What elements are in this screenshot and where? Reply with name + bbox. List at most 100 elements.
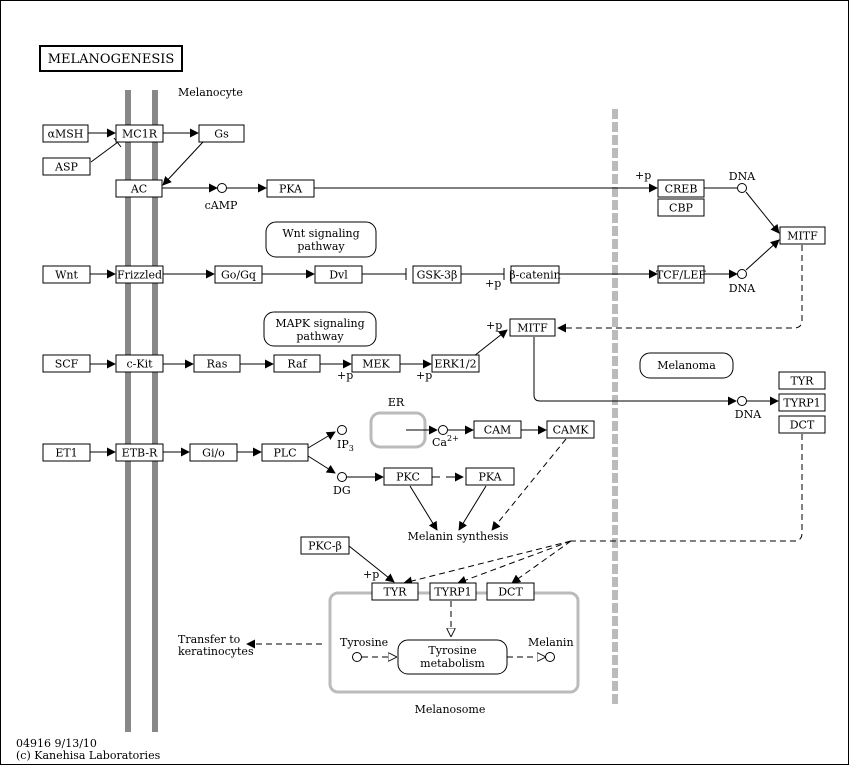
gene-dct-1[interactable]: DCT xyxy=(778,415,826,434)
phospho-label-erk: +p xyxy=(416,369,432,382)
gene-frizzled[interactable]: Frizzled xyxy=(115,265,164,284)
map-tyrosine-metabolism[interactable]: Tyrosine metabolism xyxy=(397,639,508,675)
svg-text:MITF: MITF xyxy=(787,230,818,243)
dna-label-3: DNA xyxy=(735,408,762,421)
gene-beta-catenin[interactable]: β-catenin xyxy=(509,265,561,284)
gene-gs[interactable]: Gs xyxy=(198,124,245,143)
svg-text:β-catenin: β-catenin xyxy=(509,269,560,282)
melanin-compound xyxy=(545,652,555,662)
gene-dct-2[interactable]: DCT xyxy=(486,582,535,601)
dna-compound-tcf xyxy=(737,269,747,279)
gene-raf[interactable]: Raf xyxy=(273,354,321,373)
pathway-maps: Wnt signaling pathway MAPK signaling pat… xyxy=(263,221,734,675)
ip3-compound xyxy=(337,425,347,435)
phospho-label-tyr: +p xyxy=(363,568,379,581)
edges xyxy=(88,128,803,657)
gene-cbp[interactable]: CBP xyxy=(657,198,705,217)
melanin-synthesis-label: Melanin synthesis xyxy=(408,530,509,543)
gene-tcf-lef[interactable]: TCF/LEF xyxy=(656,265,706,284)
gene-etbr[interactable]: ETB-R xyxy=(115,443,164,462)
svg-text:CAMK: CAMK xyxy=(553,424,590,437)
gene-erk[interactable]: ERK1/2 xyxy=(431,354,480,373)
gene-mitf-2[interactable]: MITF xyxy=(509,318,556,337)
melanocyte-label: Melanocyte xyxy=(178,86,243,99)
title-box: MELANOGENESIS xyxy=(39,45,183,72)
svg-text:Tyrosine: Tyrosine xyxy=(428,644,476,657)
svg-text:SCF: SCF xyxy=(55,358,79,371)
gene-plc[interactable]: PLC xyxy=(261,443,309,462)
map-mapk-signaling[interactable]: MAPK signaling pathway xyxy=(263,311,377,347)
svg-text:ASP: ASP xyxy=(54,161,78,174)
svg-text:Wnt signaling: Wnt signaling xyxy=(282,227,359,240)
gene-scf[interactable]: SCF xyxy=(42,354,91,373)
gene-tyr-2[interactable]: TYR xyxy=(371,582,419,601)
svg-text:TYR: TYR xyxy=(384,586,408,599)
gene-ac[interactable]: AC xyxy=(115,179,163,198)
gene-gio[interactable]: Gi/o xyxy=(189,443,238,462)
dg-compound xyxy=(337,472,347,482)
copyright: (c) Kanehisa Laboratories xyxy=(16,749,161,762)
gene-pka-1[interactable]: PKA xyxy=(266,179,315,198)
melanosome-label: Melanosome xyxy=(415,703,486,716)
svg-text:GSK-3β: GSK-3β xyxy=(417,269,458,282)
gene-tyr-1[interactable]: TYR xyxy=(778,371,826,390)
gene-pkc[interactable]: PKC xyxy=(383,467,433,486)
gene-pka-2[interactable]: PKA xyxy=(465,467,515,486)
svg-text:c-Kit: c-Kit xyxy=(126,358,153,371)
phospho-label-mitf: +p xyxy=(486,319,502,332)
camp-label: cAMP xyxy=(205,199,238,212)
svg-text:Melanoma: Melanoma xyxy=(657,359,716,372)
phospho-label-bcatenin: +p xyxy=(485,277,501,290)
svg-text:αMSH: αMSH xyxy=(48,128,84,141)
tyrosine-label: Tyrosine xyxy=(340,636,388,649)
compounds xyxy=(217,183,747,662)
gene-ckit[interactable]: c-Kit xyxy=(115,354,164,373)
gene-camk[interactable]: CAMK xyxy=(546,420,595,439)
camp-compound xyxy=(217,183,227,193)
dna-label-2: DNA xyxy=(729,282,756,295)
dna-compound-creb xyxy=(737,183,747,193)
gene-wnt[interactable]: Wnt xyxy=(42,265,91,284)
svg-text:ET1: ET1 xyxy=(55,447,77,460)
gene-tyrp1-2[interactable]: TYRP1 xyxy=(429,582,477,601)
gene-asp[interactable]: ASP xyxy=(42,157,91,176)
ip3-label: IP3 xyxy=(337,438,354,453)
svg-text:PKC-β: PKC-β xyxy=(308,540,342,553)
gene-dvl[interactable]: Dvl xyxy=(314,265,363,284)
gene-creb[interactable]: CREB xyxy=(657,179,705,198)
svg-text:Go/Gq: Go/Gq xyxy=(221,269,256,282)
gene-pkc-beta[interactable]: PKC-β xyxy=(300,536,350,555)
er-label: ER xyxy=(388,396,405,409)
page-title: MELANOGENESIS xyxy=(48,52,175,67)
svg-text:metabolism: metabolism xyxy=(420,657,485,670)
gene-gsk3b[interactable]: GSK-3β xyxy=(412,265,462,284)
svg-text:ETB-R: ETB-R xyxy=(122,447,158,460)
gene-mc1r[interactable]: MC1R xyxy=(115,124,164,143)
svg-text:MEK: MEK xyxy=(362,358,390,371)
gene-amsh[interactable]: αMSH xyxy=(42,124,89,143)
gene-tyrp1-1[interactable]: TYRP1 xyxy=(778,393,826,412)
gene-mitf-1[interactable]: MITF xyxy=(779,226,826,245)
diagram-id: 04916 9/13/10 xyxy=(16,737,97,750)
gene-cam[interactable]: CAM xyxy=(473,420,522,439)
melanin-label: Melanin xyxy=(528,636,574,649)
svg-text:PLC: PLC xyxy=(273,447,296,460)
map-melanoma[interactable]: Melanoma xyxy=(639,352,734,379)
svg-text:AC: AC xyxy=(130,183,147,196)
svg-text:DCT: DCT xyxy=(498,586,523,599)
svg-text:MITF: MITF xyxy=(517,322,548,335)
svg-text:MC1R: MC1R xyxy=(122,128,158,141)
svg-text:ERK1/2: ERK1/2 xyxy=(434,358,476,371)
calcium-label: Ca2+ xyxy=(432,434,459,449)
gene-et1[interactable]: ET1 xyxy=(42,443,91,462)
gene-gogq[interactable]: Go/Gq xyxy=(214,265,263,284)
dna-label-1: DNA xyxy=(729,170,756,183)
map-wnt-signaling[interactable]: Wnt signaling pathway xyxy=(265,221,377,258)
gene-mek[interactable]: MEK xyxy=(351,354,401,373)
svg-text:PKA: PKA xyxy=(478,471,502,484)
svg-text:DCT: DCT xyxy=(790,419,815,432)
svg-text:TCF/LEF: TCF/LEF xyxy=(656,269,706,282)
dna-compound-mitf xyxy=(737,396,747,406)
gene-ras[interactable]: Ras xyxy=(193,354,241,373)
svg-text:Dvl: Dvl xyxy=(329,269,348,282)
